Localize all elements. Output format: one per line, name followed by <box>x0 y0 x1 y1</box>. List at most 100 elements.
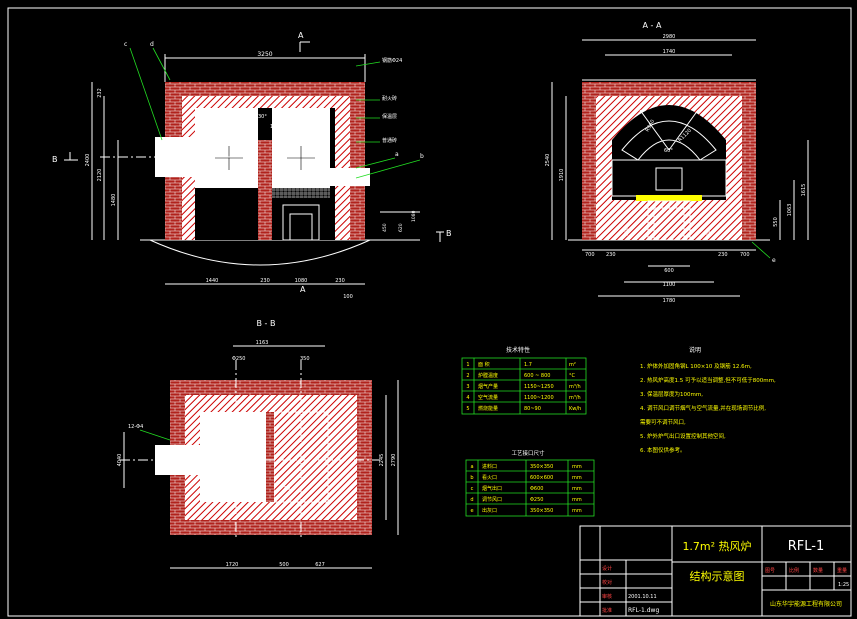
title-left-label-3: 审核 <box>602 593 612 600</box>
bb-dim-bottom-2: 500 <box>279 562 289 568</box>
main-dim-phi250: Φ250 <box>208 171 221 177</box>
main-dim-bottom-2: 230 <box>260 278 270 284</box>
bb-dim-right-1: 2245 <box>379 454 385 467</box>
aa-callout-e: e <box>772 257 776 264</box>
title-right-label-4: 重量 <box>837 567 847 574</box>
note-6: 5. 炉外炉气出口设置控制其他空间, <box>640 432 726 440</box>
tech-row-3-no: 3 <box>466 384 469 390</box>
bb-dim-top-2: 350 <box>300 356 310 362</box>
title-block: 设计 校对 审核 批准 2001.10.11 RFL-1.dwg 1.7m² 热… <box>579 525 852 617</box>
title-right-label-1: 图号 <box>765 568 775 574</box>
cut-a-top: A <box>298 31 304 40</box>
tech-row-3-value: 1150~1250 <box>524 384 554 390</box>
tech-row-4-unit: m³/h <box>569 395 581 401</box>
tech-row-5-value: 80~90 <box>524 406 541 412</box>
main-dim-left-1: 1480 <box>111 194 117 207</box>
main-dim-450: 450 <box>382 223 388 232</box>
pipe-row-e-no: e <box>470 508 473 514</box>
section-aa-label: A - A <box>643 21 662 30</box>
main-callout-a: a <box>395 151 399 158</box>
main-dim-top: 232 <box>97 88 103 98</box>
tech-row-1-no: 1 <box>466 362 469 368</box>
title-date: 2001.10.11 <box>628 594 657 600</box>
main-callout-d: d <box>150 41 154 48</box>
main-callout-b: b <box>420 153 424 160</box>
notes: 说明 1. 炉体外加固角钢L 100×10 及钢筋 12.6m, 2. 热风炉高… <box>640 346 776 454</box>
drawing-frame <box>7 7 852 617</box>
tech-row-5-name: 燃烧能量 <box>478 405 498 412</box>
pipe-row-c-unit: mm <box>572 486 582 492</box>
cut-b-left: B <box>52 155 58 164</box>
main-view: 3250 2400 2120 1480 232 1440 230 1080 23… <box>52 31 452 300</box>
tech-table-title: 技术特性 <box>506 346 530 354</box>
aa-dim-right-2: 1063 <box>787 204 793 217</box>
aa-dim-inner: 1740 <box>663 49 676 55</box>
note-2: 2. 热风炉高度1.5 可予以适当调整,但不可低于800mm, <box>640 376 776 384</box>
tech-row-5-unit: Kw/h <box>569 406 581 412</box>
aa-dim-1780: 1780 <box>663 298 676 304</box>
tech-row-3-unit: m³/h <box>569 384 581 390</box>
pipe-row-e-unit: mm <box>572 508 582 514</box>
aa-dim-300: 300 <box>624 227 630 236</box>
tech-row-2-value: 600 ~ 800 <box>524 373 550 379</box>
pipe-row-b-no: b <box>470 475 473 481</box>
aa-dim-arc-1: R960 <box>645 119 657 133</box>
notes-title: 说明 <box>689 346 701 354</box>
drawing-number: RFL-1 <box>788 539 825 554</box>
aa-dim-left-inner: 1910 <box>559 169 565 182</box>
pipe-row-c-name: 烟气出口 <box>482 485 502 492</box>
section-aa-view: A - A 2980 1740 R960 R1120 60° 2540 1910 <box>545 21 809 304</box>
aa-dim-b2: 230 <box>606 252 616 258</box>
section-bb-label: B - B <box>257 319 276 328</box>
aa-dim-240: 240 <box>706 227 712 236</box>
aa-dim-angle: 60° <box>664 148 673 154</box>
title-main: 1.7m² 热风炉 <box>682 540 751 553</box>
pipe-row-b-name: 看火口 <box>482 474 497 481</box>
pipe-row-a-value: 350×350 <box>530 464 553 470</box>
tech-row-2-name: 炉膛温度 <box>478 372 498 379</box>
tech-row-4-name: 空气流量 <box>478 394 498 401</box>
bb-dim-740: 740 <box>178 469 188 475</box>
aa-dim-b3: 230 <box>718 252 728 258</box>
main-dim-bottom-1: 1440 <box>206 278 219 284</box>
tech-row-5-no: 5 <box>466 406 469 412</box>
main-callout-3: 普通砖 <box>382 137 397 144</box>
note-7: 6. 本图仅供参考。 <box>640 446 686 454</box>
title-file-name: RFL-1.dwg <box>628 607 659 614</box>
title-right-label-2: 比例 <box>789 567 799 574</box>
tech-row-2-unit: °C <box>569 373 576 379</box>
bb-dim-50: 50 <box>284 486 290 492</box>
tech-row-1-name: 面 积 <box>478 361 490 368</box>
pipe-row-e-value: 350×350 <box>530 508 553 514</box>
main-dim-height-inner: 2120 <box>97 169 103 182</box>
pipe-row-a-name: 进料口 <box>482 463 497 470</box>
bb-dim-bottom-1: 1720 <box>226 562 239 568</box>
main-dim-bottom-4: 230 <box>335 278 345 284</box>
tech-table: 技术特性 1 面 积 1.7 m² 2 炉膛温度 600 ~ 800 °C 3 … <box>461 346 587 415</box>
note-3: 3. 保温层厚度为100mm, <box>640 390 703 398</box>
tech-row-4-no: 4 <box>466 395 469 401</box>
cut-b-right: B <box>446 229 452 238</box>
title-left-label-1: 设计 <box>602 565 612 572</box>
pipe-row-c-no: c <box>471 486 474 492</box>
bb-dim-phi250: Φ250 <box>232 356 245 362</box>
main-callout-1: 耐火砖 <box>382 95 397 102</box>
tech-row-2-no: 2 <box>466 373 469 379</box>
main-callout-top-right: 钢筋Φ24 <box>382 57 402 64</box>
company-name: 山东华宇能源工程有限公司 <box>770 600 842 608</box>
pipe-table: 工艺接口尺寸 a 进料口 350×350 mm b 看火口 600×600 mm… <box>465 449 595 517</box>
bb-dim-bottom-3: 627 <box>315 562 325 568</box>
pipe-row-a-no: a <box>470 464 473 470</box>
tech-row-1-value: 1.7 <box>524 362 532 368</box>
pipe-row-d-no: d <box>470 497 473 503</box>
pipe-row-c-value: Φ600 <box>530 486 543 492</box>
note-5: 需要可不调节风口, <box>640 418 686 426</box>
bb-callout: 12-Φ4 <box>128 424 143 430</box>
section-bb-view: B - B 1163 350 Φ250 4040 2245 2790 740 5… <box>117 319 399 569</box>
pipe-row-b-value: 600×600 <box>530 475 553 481</box>
bb-dim-top-1: 1163 <box>256 340 269 346</box>
main-dim-width: 3250 <box>257 51 272 58</box>
main-dim-816: 816 <box>280 159 286 168</box>
aa-dim-right-3: 550 <box>773 217 779 227</box>
bb-dim-right-2: 2790 <box>391 454 397 467</box>
